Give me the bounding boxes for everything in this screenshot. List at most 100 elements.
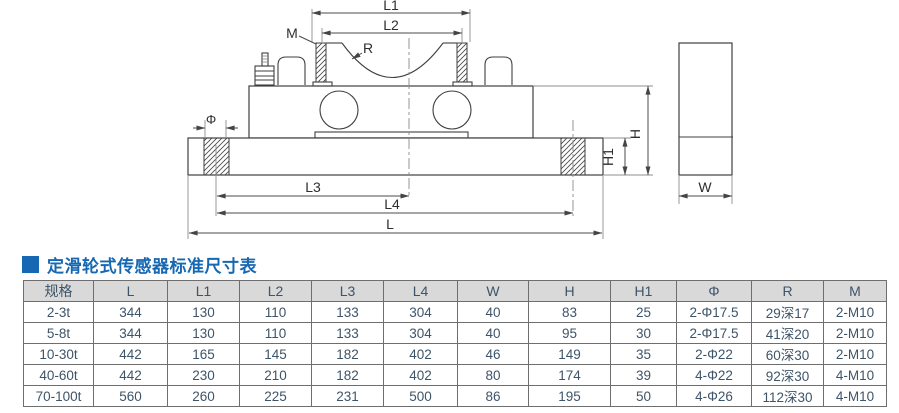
table-cell: 4-Φ22 <box>676 364 752 386</box>
table-cell: 304 <box>383 322 458 344</box>
table-cell: 70-100t <box>23 385 94 407</box>
column-header: L1 <box>167 280 240 302</box>
dim-l4-label: L4 <box>384 196 400 212</box>
table-cell: 4-M10 <box>823 364 887 386</box>
table-cell: 46 <box>457 343 529 365</box>
column-header: 规格 <box>23 280 94 302</box>
section-title-text: 定滑轮式传感器标准尺寸表 <box>47 257 257 276</box>
body-hole-left <box>319 90 359 130</box>
table-cell: 560 <box>93 385 168 407</box>
table-cell: 2-Φ22 <box>676 343 752 365</box>
table-cell: 210 <box>239 364 312 386</box>
table-cell: 95 <box>528 322 611 344</box>
body-hole-right <box>432 90 472 130</box>
dome-cap-right <box>484 56 513 85</box>
table-cell: 10-30t <box>23 343 94 365</box>
table-cell: 2-M10 <box>823 343 887 365</box>
table-cell: 230 <box>167 364 240 386</box>
callout-m-label: M <box>286 25 298 41</box>
table-cell: 225 <box>239 385 312 407</box>
column-header: W <box>457 280 529 302</box>
dim-l2-label: L2 <box>383 17 399 33</box>
table-cell: 133 <box>311 301 384 323</box>
table-cell: 133 <box>311 322 384 344</box>
dim-phi-label: Φ <box>206 112 216 127</box>
side-view-outline <box>678 42 733 176</box>
table-cell: 344 <box>93 322 168 344</box>
table-cell: 40-60t <box>23 364 94 386</box>
column-header: L4 <box>383 280 458 302</box>
table-cell: 92深30 <box>751 364 824 386</box>
blue-square-bullet-icon <box>22 256 39 273</box>
column-header: R <box>751 280 824 302</box>
saddle-column-right <box>456 42 468 83</box>
dim-h: H <box>533 85 653 176</box>
table-cell: 40 <box>457 322 529 344</box>
table-cell: 5-8t <box>23 322 94 344</box>
table-cell: 60深30 <box>751 343 824 365</box>
table-cell: 41深20 <box>751 322 824 344</box>
table-cell: 2-Φ17.5 <box>676 322 752 344</box>
table-cell: 29深17 <box>751 301 824 323</box>
table-cell: 145 <box>239 343 312 365</box>
table-cell: 174 <box>528 364 611 386</box>
dim-w-label: W <box>698 179 712 195</box>
table-cell: 182 <box>311 364 384 386</box>
table-cell: 402 <box>383 343 458 365</box>
column-header: Φ <box>676 280 752 302</box>
saddle-arc <box>341 42 444 78</box>
dim-phi: Φ <box>193 112 238 137</box>
table-cell: 30 <box>610 322 677 344</box>
table-cell: 2-3t <box>23 301 94 323</box>
dim-h-label: H <box>627 129 643 139</box>
connector-thread <box>261 52 269 67</box>
table-cell: 110 <box>239 301 312 323</box>
sensor-body <box>248 85 534 139</box>
front-view: L1 L2 M R Φ <box>187 0 653 239</box>
table-cell: 182 <box>311 343 384 365</box>
table-cell: 344 <box>93 301 168 323</box>
saddle <box>312 42 473 87</box>
callout-r: R <box>351 40 373 60</box>
table-cell: 83 <box>528 301 611 323</box>
dim-l3-label: L3 <box>305 179 321 195</box>
column-header: M <box>823 280 887 302</box>
section-title: 定滑轮式传感器标准尺寸表 <box>22 255 257 276</box>
table-cell: 130 <box>167 322 240 344</box>
table-cell: 4-M10 <box>823 385 887 407</box>
dim-l: L <box>187 176 604 239</box>
table-cell: 86 <box>457 385 529 407</box>
table-cell: 40 <box>457 301 529 323</box>
table-cell: 50 <box>610 385 677 407</box>
table-cell: 304 <box>383 301 458 323</box>
table-cell: 35 <box>610 343 677 365</box>
column-header: L3 <box>311 280 384 302</box>
table-cell: 402 <box>383 364 458 386</box>
dim-l-label: L <box>386 216 394 232</box>
column-header: H1 <box>610 280 677 302</box>
table-cell: 39 <box>610 364 677 386</box>
column-header: L <box>93 280 168 302</box>
side-view: W <box>678 42 733 204</box>
table-cell: 231 <box>311 385 384 407</box>
table-cell: 4-Φ26 <box>676 385 752 407</box>
dim-l1-label: L1 <box>383 0 399 13</box>
dim-h1: H1 <box>600 137 631 176</box>
saddle-foot-right <box>452 81 473 87</box>
table-cell: 2-M10 <box>823 301 887 323</box>
dim-w: W <box>678 176 733 204</box>
table-cell: 149 <box>528 343 611 365</box>
table-cell: 260 <box>167 385 240 407</box>
dome-cap-left <box>277 56 306 85</box>
table-cell: 2-Φ17.5 <box>676 301 752 323</box>
callout-m: M <box>286 25 317 45</box>
column-header: H <box>528 280 611 302</box>
plate-hole-left <box>203 137 230 176</box>
table-cell: 195 <box>528 385 611 407</box>
saddle-foot-left <box>312 81 333 87</box>
table-cell: 442 <box>93 343 168 365</box>
